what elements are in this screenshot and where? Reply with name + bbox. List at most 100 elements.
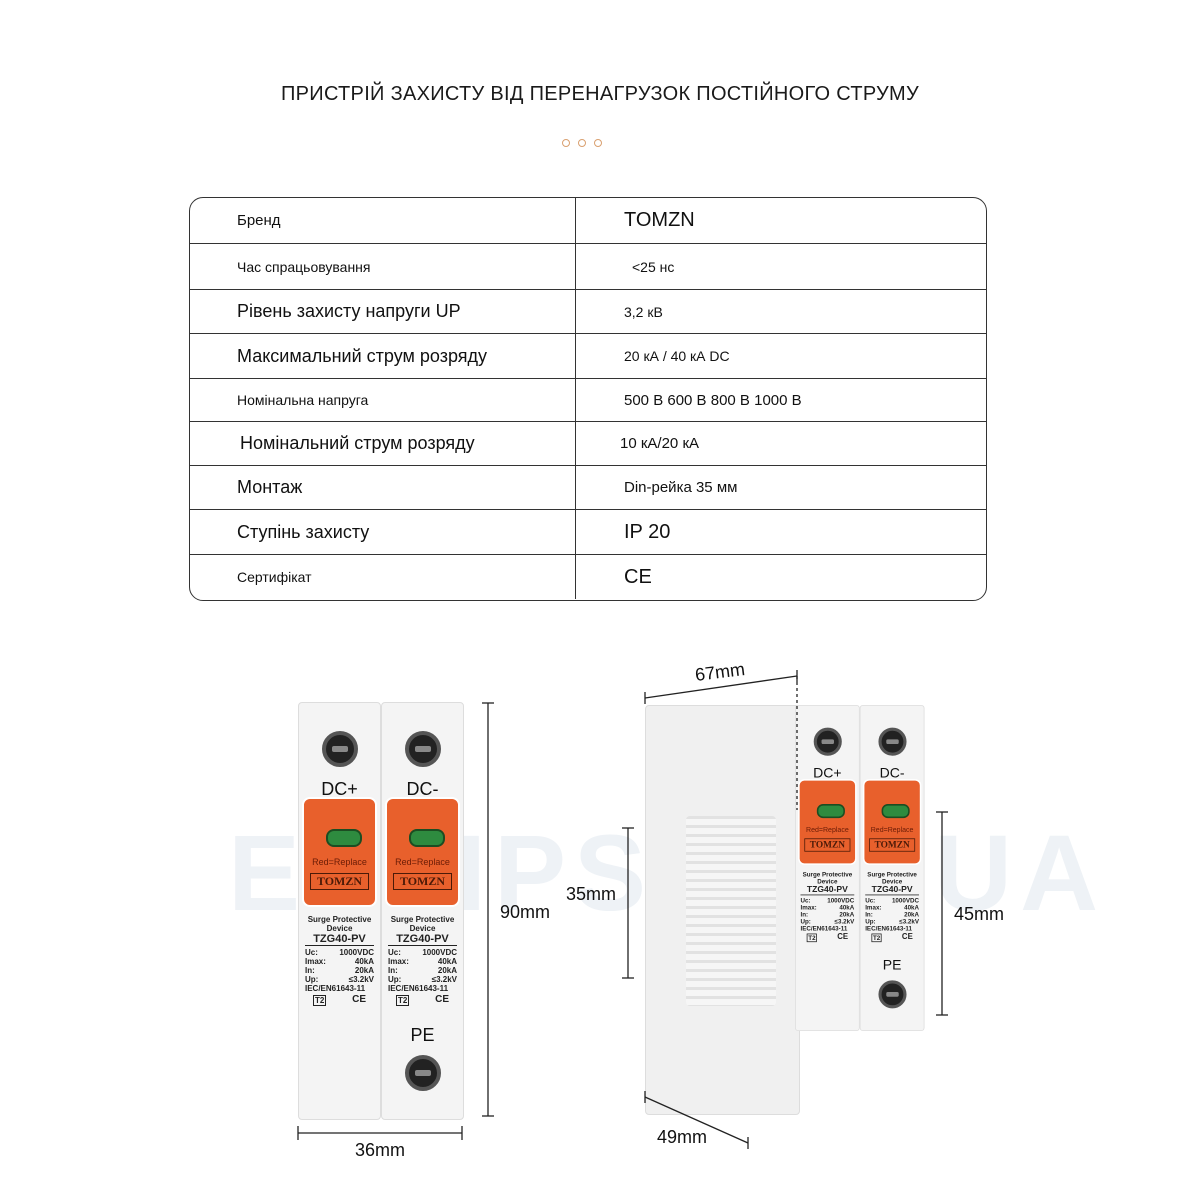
param-row: Uc: 1000VDC: [865, 897, 919, 904]
param-label: In:: [388, 966, 398, 975]
param-label: Uc:: [388, 948, 401, 957]
pe-label: PE: [882, 956, 902, 973]
param-row: Uc:1000VDC: [800, 897, 854, 904]
replaceable-module: Red=Replace TOMZN: [862, 779, 922, 865]
param-label: In:: [800, 910, 809, 918]
param-label: Up:: [865, 917, 876, 925]
spec-value: 20 кА / 40 кА DC: [624, 348, 730, 364]
brand-logo: TOMZN: [310, 873, 369, 890]
param-row: In:20kA: [305, 966, 374, 975]
indicator-text: Red=Replace: [870, 825, 914, 834]
device-name: Surge Protective: [390, 915, 455, 924]
spec-key: Сертифікат: [190, 555, 576, 599]
param-label: Up:: [305, 975, 319, 984]
device-label: Surge Protective Device TZG40-PV Uc:1000…: [800, 871, 855, 944]
device-model: TZG40-PV: [388, 933, 457, 946]
dim-height: 90mm: [500, 902, 550, 922]
standard: IEC/EN61643-11: [800, 924, 848, 932]
screw-terminal-icon: [405, 731, 441, 767]
param-value: 40kA: [437, 957, 457, 966]
dim-front: 45mm: [954, 904, 1004, 924]
pole: DC+ Red=Replace TOMZN Surge Protective D…: [795, 705, 860, 1032]
spec-value: 500 В 600 В 800 В 1000 В: [624, 391, 802, 409]
spec-value: TOMZN: [624, 209, 695, 231]
param-label: Imax:: [305, 957, 326, 966]
class-badge: T2: [313, 995, 327, 1006]
param-value: ≤3.2kV: [899, 917, 920, 925]
pole: DC- Red=Replace TOMZN Surge Protective D…: [381, 702, 464, 1120]
device-side-body: [645, 705, 800, 1115]
spec-key: Бренд: [190, 198, 576, 243]
brand-logo: TOMZN: [804, 838, 851, 852]
param-value: 20kA: [904, 910, 920, 918]
param-value: 20kA: [354, 966, 374, 975]
param-label: Up:: [800, 917, 811, 925]
spec-value: 3,2 кВ: [624, 303, 663, 320]
param-value: 40kA: [354, 957, 374, 966]
param-value: 40kA: [839, 903, 855, 911]
param-value: 20kA: [437, 966, 457, 975]
device-name: Surge Protective: [867, 871, 917, 879]
param-value: ≤3.2kV: [834, 917, 855, 925]
spec-value: <25 нс: [632, 258, 675, 275]
device-label: Surge Protective Device TZG40-PV Uc:1000…: [305, 915, 374, 1008]
device-name: Device: [326, 924, 353, 933]
spec-key: Час спрацьовування: [190, 244, 576, 289]
param-row: Up: ≤3.2kV: [305, 975, 374, 984]
spec-value: IP 20: [624, 520, 671, 543]
device-front-view: DC+ Red=Replace TOMZN Surge Protective D…: [298, 702, 464, 1120]
ce-mark: CE: [901, 932, 913, 942]
indicator-text: Red=Replace: [312, 857, 367, 867]
class-badge: T2: [871, 933, 882, 943]
device-name: Device: [409, 924, 436, 933]
spec-key: Рівень захисту напруги UP: [190, 290, 576, 333]
spec-value: Din-рейка 35 мм: [624, 479, 738, 496]
table-row: Час спрацьовування <25 нс: [190, 244, 986, 290]
brand-logo: TOMZN: [869, 838, 916, 852]
param-label: Uc:: [865, 896, 876, 904]
dim-side: 49mm: [657, 1127, 707, 1147]
param-row: Uc: 1000VDC: [305, 948, 374, 957]
spec-value: CE: [624, 565, 652, 588]
device-model: TZG40-PV: [800, 885, 855, 896]
standard: IEC/EN61643-11: [388, 984, 449, 993]
standard: IEC/EN61643-11: [305, 984, 366, 993]
param-value: 1000VDC: [891, 896, 920, 904]
status-indicator-icon: [409, 829, 445, 847]
screw-terminal-icon: [813, 727, 842, 756]
page-title: ПРИСТРІЙ ЗАХИСТУ ВІД ПЕРЕНАГРУЗОК ПОСТІЙ…: [280, 83, 920, 105]
spec-key: Ступінь захисту: [190, 510, 576, 554]
param-row: Imax: 40kA: [865, 904, 919, 911]
param-label: Up:: [388, 975, 402, 984]
param-label: Imax:: [800, 903, 817, 911]
param-row: Up: ≤3.2kV: [800, 918, 854, 925]
param-row: In: 20kA: [388, 966, 457, 975]
param-value: 40kA: [904, 903, 920, 911]
brand-logo: TOMZN: [393, 873, 452, 890]
param-value: ≤3.2kV: [348, 975, 374, 984]
param-label: Uc:: [305, 948, 318, 957]
device-name: Device: [817, 878, 838, 886]
device-name: Device: [882, 878, 903, 886]
status-indicator-icon: [326, 829, 362, 847]
param-label: Imax:: [865, 903, 882, 911]
param-value: ≤3.2kV: [431, 975, 457, 984]
param-value: 1000VDC: [339, 948, 374, 957]
spec-key: Максимальний струм розряду: [190, 334, 576, 378]
pole: DC+ Red=Replace TOMZN Surge Protective D…: [298, 702, 381, 1120]
status-indicator-icon: [881, 804, 910, 819]
table-row: Бренд TOMZN: [190, 198, 986, 244]
param-row: Uc: 1000VDC: [388, 948, 457, 957]
dim-rail: 35mm: [566, 884, 616, 904]
pe-label: PE: [410, 1025, 435, 1045]
device-model: TZG40-PV: [305, 933, 374, 946]
param-value: 1000VDC: [422, 948, 457, 957]
param-row: Imax:40kA: [388, 957, 457, 966]
spec-key: Номінальний струм розряду: [190, 422, 576, 465]
table-row: Монтаж Din-рейка 35 мм: [190, 466, 986, 510]
ce-mark: CE: [352, 994, 366, 1005]
param-row: In:20kA: [865, 911, 919, 918]
spec-key: Монтаж: [190, 466, 576, 509]
param-value: 1000VDC: [827, 896, 855, 904]
